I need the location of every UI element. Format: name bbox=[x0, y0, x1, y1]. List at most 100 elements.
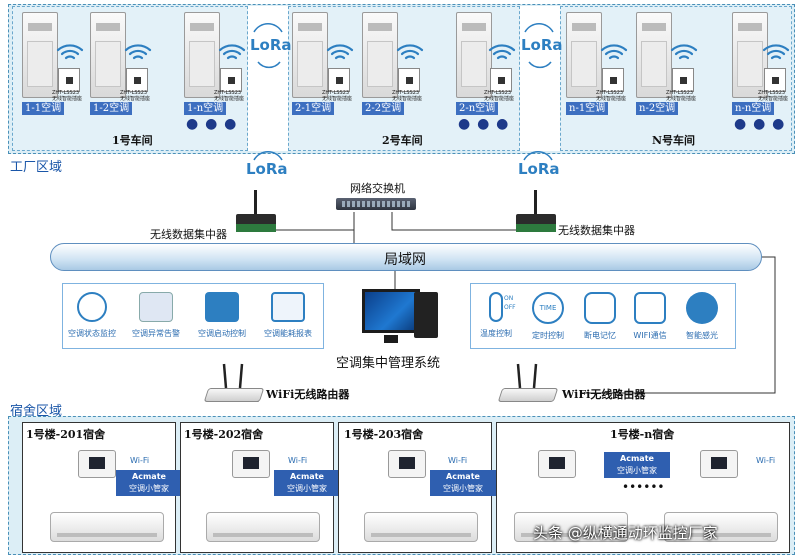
thermostat bbox=[700, 450, 738, 478]
timer-icon: TIME bbox=[532, 292, 564, 324]
room-title: 1号楼-n宿舍 bbox=[610, 428, 675, 441]
unit-label: n-1空调 bbox=[566, 102, 609, 115]
function-energy-report: 空调能耗报表 bbox=[258, 292, 318, 339]
unit-label: 2-n空调 bbox=[456, 102, 499, 115]
wifi-text: Wi-Fi bbox=[448, 456, 468, 465]
ac-unit-1-1 bbox=[22, 12, 58, 98]
router-label-right: WiFi无线路由器 bbox=[562, 388, 646, 401]
router-label-left: WiFi无线路由器 bbox=[266, 388, 350, 401]
smart-socket-icon bbox=[602, 68, 624, 92]
memory-icon bbox=[584, 292, 616, 324]
light-sensor-icon bbox=[686, 292, 718, 324]
switch-label: 网络交换机 bbox=[350, 182, 405, 195]
unit-label: 2-1空调 bbox=[292, 102, 335, 115]
feature-wifi: WIFI通信 bbox=[620, 292, 680, 341]
wifi-router-right bbox=[497, 388, 559, 402]
function-status-monitor: 空调状态监控 bbox=[62, 292, 122, 339]
dorm-area-title: 宿舍区域 bbox=[10, 404, 63, 419]
wifi-signal-icon bbox=[634, 292, 666, 324]
more-dots: ● ● ● bbox=[734, 116, 786, 132]
network-switch bbox=[336, 198, 416, 210]
split-air-conditioner bbox=[364, 512, 478, 542]
thermostat bbox=[232, 450, 270, 478]
feature-temperature: 温度控制 bbox=[466, 292, 526, 339]
more-dots: ● ● ● bbox=[458, 116, 510, 132]
function-start-control: 空调启动控制 bbox=[192, 292, 252, 339]
feature-timer: TIME 定时控制 bbox=[518, 292, 578, 341]
ac-unit-2-1 bbox=[292, 12, 328, 98]
concentrator-label-right: 无线数据集中器 bbox=[558, 224, 635, 237]
split-air-conditioner bbox=[50, 512, 164, 542]
split-air-conditioner bbox=[664, 512, 778, 542]
clock-control-icon bbox=[205, 292, 239, 322]
concentrator-label-left: 无线数据集中器 bbox=[150, 228, 227, 241]
workshop-title: 2号车间 bbox=[382, 134, 423, 147]
unit-label: 1-n空调 bbox=[184, 102, 227, 115]
gauge-icon bbox=[77, 292, 107, 322]
lora-logo-1: LoRa bbox=[250, 36, 292, 54]
chart-report-icon bbox=[271, 292, 305, 322]
feature-light-sensing: 智能感光 bbox=[672, 292, 732, 341]
antenna bbox=[534, 190, 537, 216]
workshop-title: N号车间 bbox=[652, 134, 696, 147]
ac-unit-n-1 bbox=[566, 12, 602, 98]
smart-socket-icon bbox=[328, 68, 350, 92]
ac-unit-2-n bbox=[456, 12, 492, 98]
lora-logo-4: LoRa bbox=[518, 160, 560, 178]
smart-socket-icon bbox=[764, 68, 786, 92]
wireless-concentrator-right bbox=[516, 214, 556, 232]
watermark: 头条 @纵横通动环监控厂家 bbox=[533, 524, 718, 542]
wifi-text: Wi-Fi bbox=[756, 456, 776, 465]
computer-monitor bbox=[362, 289, 420, 333]
workshop-title: 1号车间 bbox=[112, 134, 153, 147]
ac-unit-2-2 bbox=[362, 12, 398, 98]
lan-label: 局域网 bbox=[384, 252, 426, 268]
more-rooms-dots: •••••• bbox=[622, 480, 665, 494]
lora-logo-2: LoRa bbox=[521, 36, 563, 54]
smart-socket-icon bbox=[398, 68, 420, 92]
unit-label: 1-1空调 bbox=[22, 102, 65, 115]
ac-unit-1-n bbox=[184, 12, 220, 98]
room-title: 1号楼-202宿舍 bbox=[184, 428, 264, 441]
ac-alarm-icon bbox=[139, 292, 173, 322]
unit-label: n-2空调 bbox=[636, 102, 679, 115]
unit-label: 1-2空调 bbox=[90, 102, 133, 115]
thermometer-icon bbox=[489, 292, 503, 322]
lora-logo-3: LoRa bbox=[246, 160, 288, 178]
monitor-stand bbox=[384, 335, 398, 343]
lan-pipe bbox=[50, 243, 762, 271]
smart-socket-icon bbox=[672, 68, 694, 92]
thermostat bbox=[78, 450, 116, 478]
room-title: 1号楼-203宿舍 bbox=[344, 428, 424, 441]
wireless-concentrator-left bbox=[236, 214, 276, 232]
room-title: 1号楼-201宿舍 bbox=[26, 428, 106, 441]
smart-socket-icon bbox=[58, 68, 80, 92]
unit-label: 2-2空调 bbox=[362, 102, 405, 115]
more-dots: ● ● ● bbox=[186, 116, 238, 132]
smart-socket-icon bbox=[490, 68, 512, 92]
ac-unit-1-2 bbox=[90, 12, 126, 98]
smart-socket-icon bbox=[220, 68, 242, 92]
wifi-text: Wi-Fi bbox=[130, 456, 150, 465]
factory-area-title: 工厂区域 bbox=[10, 160, 63, 175]
ac-unit-n-2 bbox=[636, 12, 672, 98]
antenna bbox=[254, 190, 257, 216]
split-air-conditioner bbox=[514, 512, 628, 542]
split-air-conditioner bbox=[206, 512, 320, 542]
system-label: 空调集中管理系统 bbox=[336, 356, 441, 371]
unit-label: n-n空调 bbox=[732, 102, 775, 115]
feature-power-memory: 断电记忆 bbox=[570, 292, 630, 341]
thermostat bbox=[388, 450, 426, 478]
